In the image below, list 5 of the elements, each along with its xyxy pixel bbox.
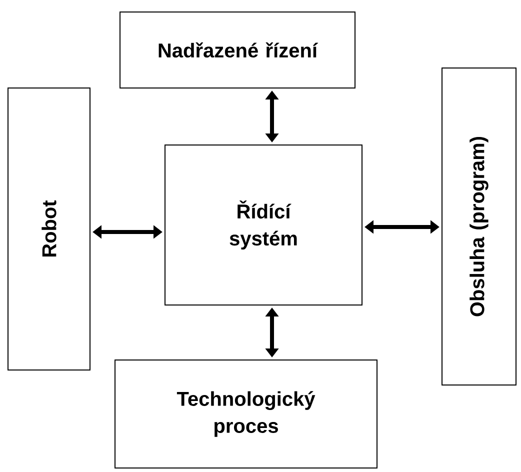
process-box: Řídící systém — [164, 144, 362, 306]
process-box: Robot — [8, 88, 90, 370]
process-box: Technologický proces — [114, 360, 378, 468]
process-box: Obsluha (program) — [442, 68, 516, 386]
process-box: Nadřazené řízení — [120, 12, 356, 88]
